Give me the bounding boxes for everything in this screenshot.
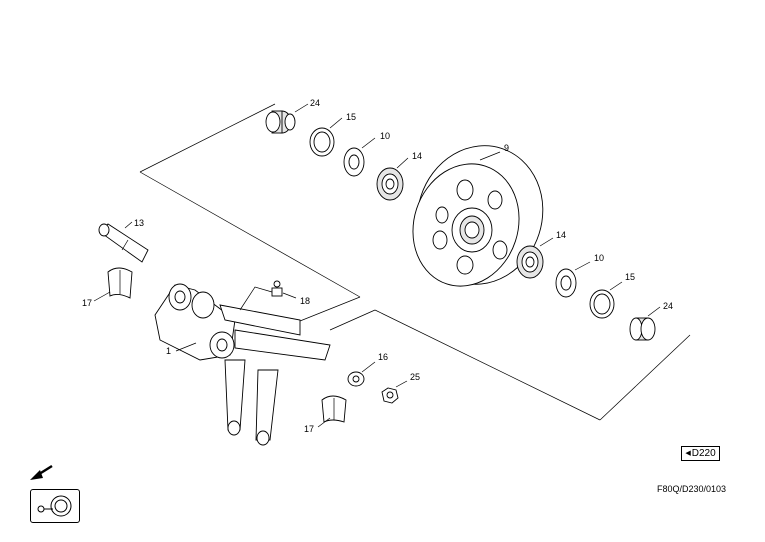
callout-18: 18	[300, 296, 310, 306]
pin-13	[98, 223, 149, 263]
circlip-15-top	[309, 127, 335, 157]
circlip-15-right	[589, 289, 615, 319]
callout-10-right: 10	[594, 253, 604, 263]
callout-14-top: 14	[412, 151, 422, 161]
wheel-orientation-icon	[37, 495, 72, 517]
callout-17-bottom: 17	[304, 424, 314, 434]
wheel-9	[412, 145, 544, 287]
nut-25	[381, 387, 399, 404]
callout-13: 13	[134, 218, 144, 228]
page-reference-label: D220	[691, 448, 716, 459]
half-bushing-17-left	[107, 267, 133, 299]
callout-1: 1	[166, 346, 171, 356]
orientation-thumbnail	[30, 489, 80, 523]
callout-16: 16	[378, 352, 388, 362]
assembly-outline-right	[329, 309, 691, 421]
washer-10-right	[555, 268, 577, 298]
callout-24-top: 24	[310, 98, 320, 108]
assembly-outline-top	[139, 103, 361, 326]
bearing-14-top	[376, 167, 404, 201]
callout-15-right: 15	[625, 272, 635, 282]
bushing-24-top	[265, 110, 296, 134]
swing-arm-1	[154, 283, 331, 446]
callout-24-right: 24	[663, 301, 673, 311]
callout-25: 25	[410, 372, 420, 382]
half-bushing-17-bottom	[321, 395, 347, 423]
bushing-24-right	[629, 317, 656, 341]
washer-10-top	[343, 147, 365, 177]
callout-9: 9	[504, 143, 509, 153]
bearing-14-right	[516, 245, 544, 279]
callout-17-left: 17	[82, 298, 92, 308]
callout-15-top: 15	[346, 112, 356, 122]
drawing-code: F80Q/D230/0103	[657, 484, 727, 494]
direction-arrow-icon	[30, 464, 53, 480]
callout-14-right: 14	[556, 230, 566, 240]
page-reference-link[interactable]: ◀ D220	[681, 446, 720, 461]
callout-10-top: 10	[380, 131, 390, 141]
washer-16	[347, 371, 365, 387]
grease-nipple-18	[271, 280, 283, 297]
triangle-left-icon: ◀	[685, 450, 691, 457]
